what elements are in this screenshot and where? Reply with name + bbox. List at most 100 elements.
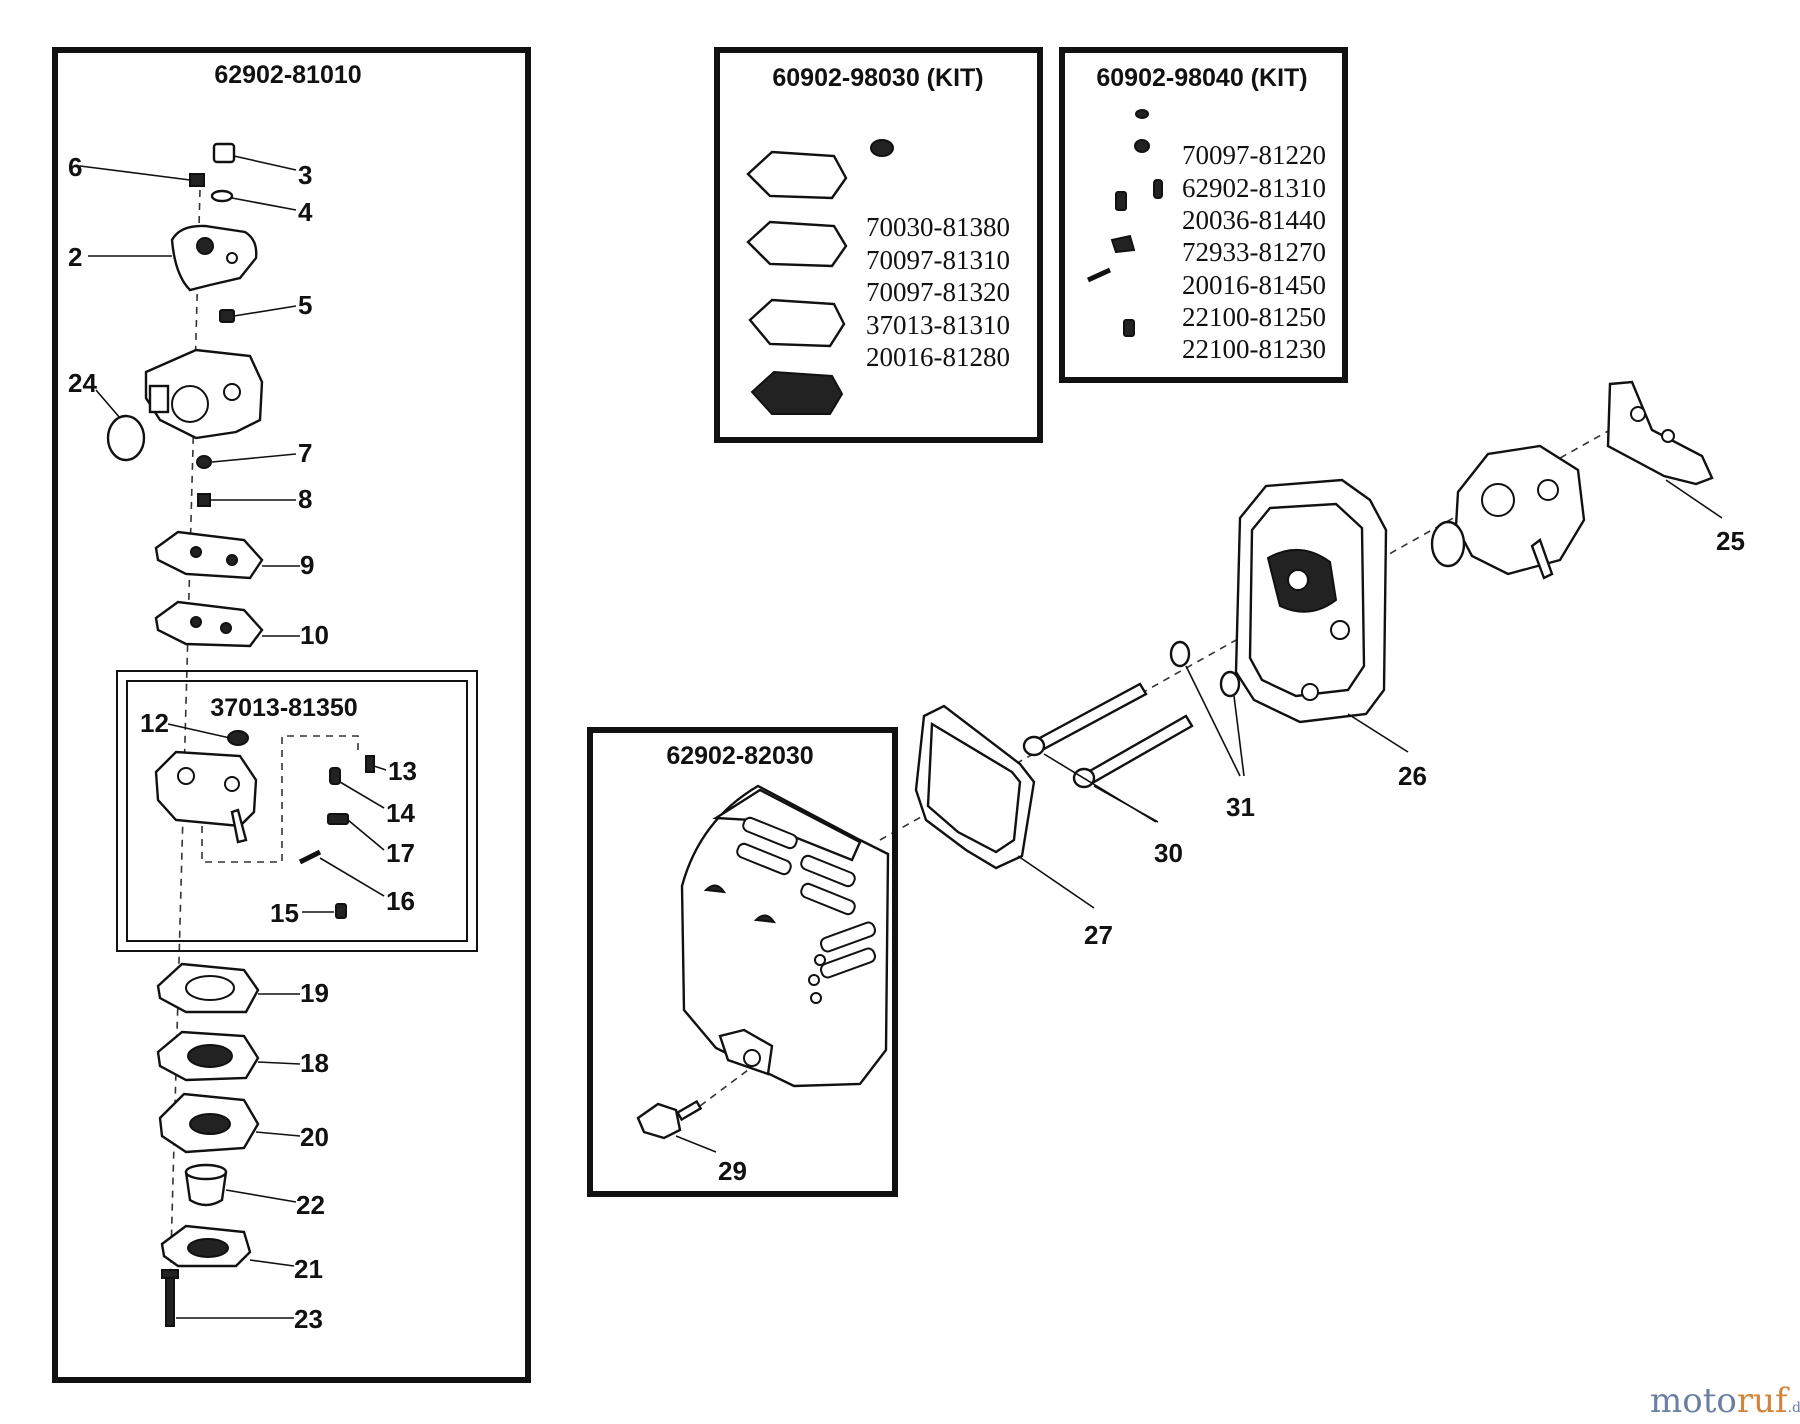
- callout-15: 15: [270, 898, 299, 928]
- part-31-washer-upper: [1169, 640, 1191, 668]
- callout-2: 2: [68, 242, 82, 272]
- part-31-washer-lower: [1219, 670, 1241, 698]
- watermark-moto: moto: [1650, 1381, 1737, 1421]
- part-8-valve: [197, 493, 211, 507]
- callout-31: 31: [1226, 792, 1255, 822]
- part-21-retainer: [160, 1224, 252, 1268]
- kit-a-box: [714, 47, 1043, 443]
- carburetor-body: [144, 348, 264, 440]
- watermark-suffix: .de: [1788, 1400, 1800, 1416]
- callout-22: 22: [296, 1190, 325, 1220]
- part-22-primer-bulb: [184, 1163, 228, 1207]
- part-17-lever: [327, 813, 349, 825]
- callout-14: 14: [386, 798, 415, 828]
- kit-a-part-list: 70030-81380 70097-81310 70097-81320 3701…: [866, 212, 1010, 372]
- callout-19: 19: [300, 978, 329, 1008]
- callout-21: 21: [294, 1254, 323, 1284]
- kit-b-part-number: 70097-81220: [1182, 140, 1326, 170]
- part-18-pump-diaphragm: [156, 1030, 260, 1082]
- kit-b-part-number: 62902-81310: [1182, 173, 1326, 203]
- callout-16: 16: [386, 886, 415, 916]
- motoruf-watermark: motoruf.de: [1650, 1381, 1800, 1421]
- callout-10: 10: [300, 620, 329, 650]
- part-10-diaphragm: [154, 600, 264, 648]
- part-29-knob: [636, 1099, 703, 1140]
- part-2-pump-body: [170, 224, 258, 292]
- carburetor-box: [52, 47, 531, 1383]
- kit-a-part-number: 37013-81310: [866, 310, 1010, 340]
- part-15-needle: [335, 903, 347, 919]
- part-20-pump-cover: [158, 1092, 260, 1154]
- callout-20: 20: [300, 1122, 329, 1152]
- kit-a-pump-gasket-icon: [748, 298, 846, 348]
- air-cleaner-cover: [680, 784, 890, 1088]
- carburetor-assembly: [1454, 444, 1586, 580]
- part-27-filter-element: [914, 704, 1036, 870]
- part-30-bolt-lower: [1072, 714, 1194, 789]
- kit-a-title: 60902-98030 (KIT): [772, 64, 983, 92]
- part-4-washer: [210, 189, 234, 203]
- subassembly-inner-box: [126, 680, 468, 942]
- part-7-needle: [196, 455, 212, 469]
- cover-box: [587, 727, 898, 1197]
- part-23-screw: [161, 1269, 179, 1327]
- part-25-insulator: [1606, 380, 1714, 486]
- kit-b-piece-icon: [1135, 109, 1149, 119]
- subassembly-outer-box: [116, 670, 478, 952]
- kit-b-piece-icon: [1115, 191, 1127, 211]
- callout-12: 12: [140, 708, 169, 738]
- callout-18: 18: [300, 1048, 329, 1078]
- part-6-screw: [189, 173, 205, 187]
- part-5-clip: [219, 309, 235, 323]
- kit-b-part-number: 20036-81440: [1182, 205, 1326, 235]
- callout-6: 6: [68, 152, 82, 182]
- part-3-cap: [212, 142, 236, 164]
- part-9-gasket: [154, 530, 264, 580]
- callout-25: 25: [1716, 526, 1745, 556]
- callout-26: 26: [1398, 761, 1427, 791]
- kit-b-part-number: 22100-81250: [1182, 302, 1326, 332]
- kit-a-part-number: 70030-81380: [866, 212, 1010, 242]
- kit-a-gasket-icon: [746, 150, 848, 200]
- kit-b-part-number: 72933-81270: [1182, 237, 1326, 267]
- part-16-shaft: [298, 849, 322, 865]
- callout-17: 17: [386, 838, 415, 868]
- part-13-spring: [365, 755, 375, 773]
- part-30-bolt-upper: [1022, 682, 1148, 757]
- kit-a-part-number: 70097-81320: [866, 277, 1010, 307]
- kit-b-part-number: 22100-81230: [1182, 334, 1326, 364]
- callout-30: 30: [1154, 838, 1183, 868]
- kit-b-part-number: 20016-81450: [1182, 270, 1326, 300]
- callout-8: 8: [298, 484, 312, 514]
- kit-b-piece-icon: [1153, 179, 1163, 199]
- kit-a-plug-icon: [870, 139, 894, 157]
- subassembly-metering-body: [154, 750, 258, 844]
- callout-13: 13: [388, 756, 417, 786]
- callout-29: 29: [718, 1156, 747, 1186]
- kit-b-piece-icon: [1110, 234, 1136, 254]
- svg-text:motoruf.de: motoruf.de: [1650, 1381, 1800, 1421]
- kit-b-piece-icon: [1123, 319, 1135, 337]
- kit-b-title: 60902-98040 (KIT): [1096, 64, 1307, 92]
- part-14-pin: [329, 767, 341, 785]
- kit-a-part-number: 70097-81310: [866, 245, 1010, 275]
- kit-a-part-number: 20016-81280: [866, 342, 1010, 372]
- cover-box-title: 62902-82030: [666, 742, 813, 770]
- kit-b-box: [1059, 47, 1348, 383]
- callout-5: 5: [298, 290, 312, 320]
- part-24-o-ring: [106, 414, 146, 462]
- kit-b-piece-icon: [1086, 267, 1112, 283]
- knob-axis: [699, 1069, 749, 1107]
- callout-24: 24: [68, 368, 97, 398]
- callout-3: 3: [298, 160, 312, 190]
- carburetor-o-ring: [1430, 520, 1466, 568]
- kit-b-part-list: 70097-81220 62902-81310 20036-81440 7293…: [1182, 140, 1326, 364]
- callout-7: 7: [298, 438, 312, 468]
- part-26-air-cleaner-base: [1234, 478, 1388, 724]
- kit-a-diaphragm-icon: [746, 220, 848, 268]
- callout-9: 9: [300, 550, 314, 580]
- subassembly-title: 37013-81350: [210, 694, 357, 722]
- callout-4: 4: [298, 197, 313, 227]
- kit-b-piece-icon: [1134, 139, 1150, 153]
